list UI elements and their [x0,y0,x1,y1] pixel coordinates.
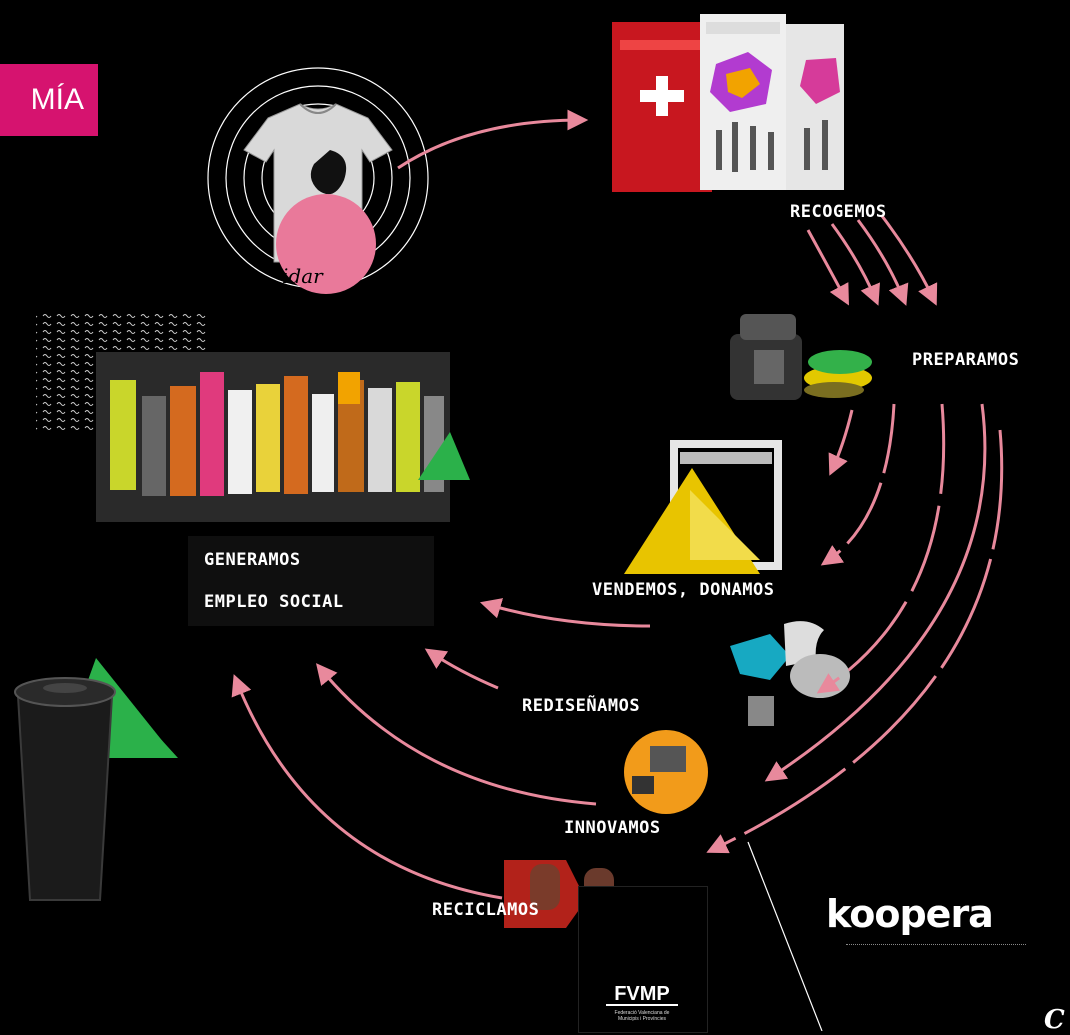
fvmp-logo-text: FVMP [606,984,678,1006]
generamos-label-bg [188,536,434,626]
innovation-image [624,730,708,814]
label-reciclamos: RECICLAMOS [432,900,540,920]
label-recogemos: RECOGEMOS [790,202,887,222]
label-vendemos-donamos: VENDEMOS, DONAMOS [592,580,775,600]
arrow-prep-to-shop [828,409,854,476]
label-empleo-social: EMPLEO SOCIAL [204,592,344,612]
fvmp-logo [578,886,708,1033]
workers-crowd-image [36,310,470,522]
label-generamos: GENERAMOS [204,550,301,570]
arrow-recogemos-1 [806,229,849,306]
tshirt-image [243,103,393,294]
title-banner: MÍA [0,64,98,136]
shop-window-image [624,440,782,574]
label-innovamos: INNOVAMOS [564,818,661,838]
flow-arrows [231,109,1004,900]
arrow-reciclamos [231,674,503,900]
label-redisenamos: REDISEÑAMOS [522,696,641,716]
arrow-vendemos [479,598,651,628]
arrow-shirt-to-containers [397,109,589,170]
arrow-redisenamos [424,648,499,690]
redesign-image [730,621,850,726]
koopera-logo: koopera [826,892,994,936]
collection-containers-image [612,14,844,192]
corner-logo: C [1044,1005,1065,1035]
sorting-machine-image [730,314,872,400]
arrow-innovamos [316,663,597,806]
trash-bin-image [14,658,178,901]
banner-text: MÍA [30,83,84,116]
fvmp-logo-subtext: Federació Valenciana de Municipis i Prov… [614,1010,670,1022]
label-preparamos: PREPARAMOS [912,350,1020,370]
tshirt-text: idar [282,264,323,288]
connector-line [747,841,823,1031]
koopera-logo-underline [846,944,1026,947]
